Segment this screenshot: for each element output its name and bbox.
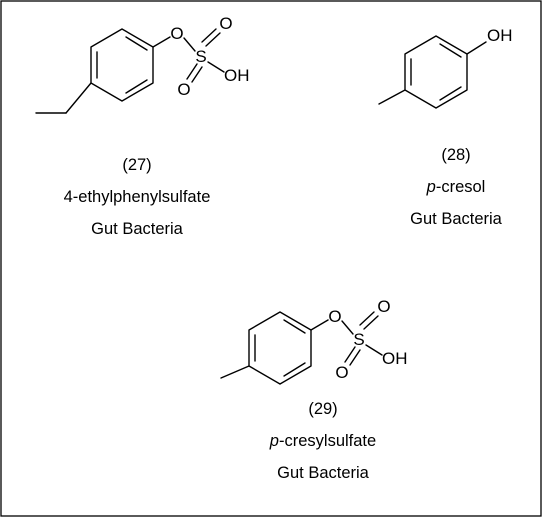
compound-29-source: Gut Bacteria bbox=[277, 464, 370, 482]
compound-28-caption: (28) p-cresol Gut Bacteria bbox=[410, 146, 503, 228]
compound-29-caption: (29) p-cresylsulfate Gut Bacteria bbox=[269, 400, 376, 482]
compound-28-benzene-ring bbox=[404, 35, 468, 109]
compound-27-atom-oh: OH bbox=[224, 66, 250, 85]
compound-27-caption: (27) 4-ethylphenylsulfate Gut Bacteria bbox=[64, 156, 211, 238]
compound-29-atom-oh: OH bbox=[382, 349, 408, 368]
compound-29-atom-o-link: O bbox=[328, 307, 341, 326]
compound-29-sulfate-group bbox=[310, 311, 383, 366]
compound-29-atom-s: S bbox=[353, 330, 364, 349]
compound-28-hydroxyl-group bbox=[466, 41, 487, 55]
compound-29-name-prefix: p bbox=[269, 432, 279, 450]
compound-28-source: Gut Bacteria bbox=[410, 210, 503, 228]
compound-29-structure: O S O O OH bbox=[220, 297, 408, 385]
compound-28-name: p-cresol bbox=[426, 178, 486, 196]
compound-28-structure: OH bbox=[378, 26, 513, 109]
compound-27-structure: O S O O OH bbox=[35, 14, 250, 114]
compound-27-atom-s: S bbox=[195, 47, 206, 66]
compound-29-atom-o-top: O bbox=[377, 297, 390, 316]
compound-27-atom-o-top: O bbox=[219, 14, 232, 33]
compound-28-name-main: -cresol bbox=[436, 178, 486, 196]
compound-28-name-prefix: p bbox=[426, 178, 436, 196]
compound-27-number: (27) bbox=[122, 156, 151, 174]
compound-27-sulfate-group bbox=[152, 28, 225, 83]
compound-27-name: 4-ethylphenylsulfate bbox=[64, 188, 211, 206]
compound-27-atom-o-link: O bbox=[170, 24, 183, 43]
compound-28-atom-oh: OH bbox=[487, 26, 513, 45]
compound-28-methyl-group bbox=[378, 89, 406, 105]
compound-27-source: Gut Bacteria bbox=[91, 220, 184, 238]
compound-27-ethyl-group bbox=[35, 82, 92, 114]
compound-29-atom-o-bottom: O bbox=[335, 363, 348, 382]
compound-29-name: p-cresylsulfate bbox=[269, 432, 376, 450]
compound-27-benzene-ring bbox=[90, 28, 154, 102]
compound-29-methyl-group bbox=[220, 365, 250, 379]
compound-29-number: (29) bbox=[308, 400, 337, 418]
compound-27-atom-o-bottom: O bbox=[177, 80, 190, 99]
compound-29-name-main: -cresylsulfate bbox=[279, 432, 376, 450]
compound-28-number: (28) bbox=[441, 146, 470, 164]
compound-29-benzene-ring bbox=[248, 311, 312, 385]
